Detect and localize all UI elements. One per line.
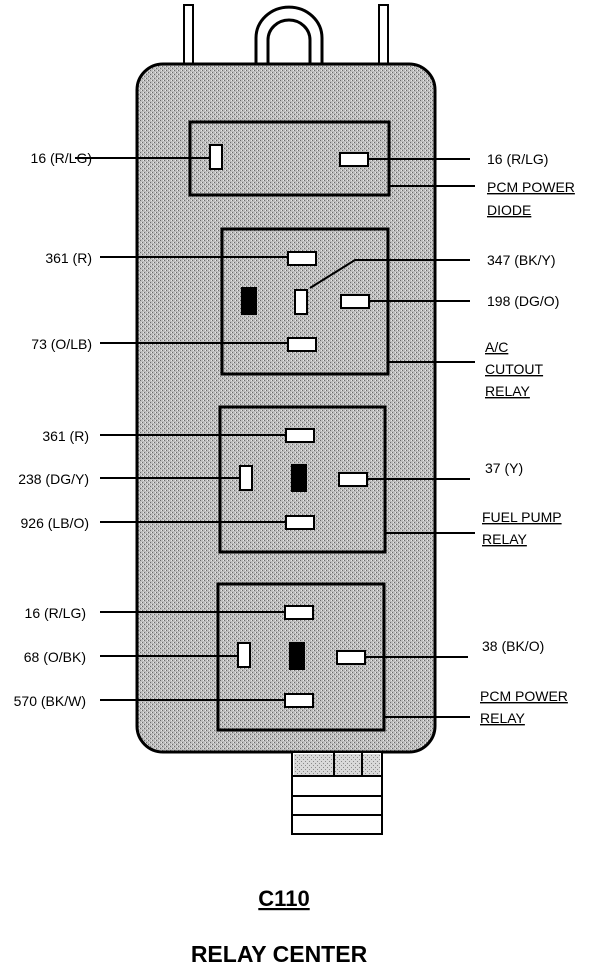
wire-label: 198 (DG/O) [487, 293, 559, 309]
terminal-pin [284, 693, 314, 708]
terminal-pin [239, 465, 253, 491]
relay-name-line: RELAY [480, 710, 526, 726]
terminal-pin [340, 294, 370, 309]
fuel-pump-relay: 361 (R) 238 (DG/Y) 926 (LB/O) 37 (Y) FUE… [18, 405, 562, 554]
terminal-pin [339, 152, 369, 167]
relay-name-line: PCM POWER [480, 688, 568, 704]
wire-label: 73 (O/LB) [31, 336, 92, 352]
connector-id: C110 [258, 886, 309, 911]
relay-name-line: PCM POWER [487, 179, 575, 195]
terminal-pin [209, 144, 223, 170]
terminal-pin-solid [289, 642, 305, 670]
wire-label: 361 (R) [45, 250, 92, 266]
relay-name-line: RELAY [482, 531, 528, 547]
wire-label: 238 (DG/Y) [18, 471, 89, 487]
wire-label: 347 (BK/Y) [487, 252, 555, 268]
terminal-pin [287, 337, 317, 352]
ac-cutout-relay: 361 (R) 73 (O/LB) 347 (BK/Y) 198 (DG/O) … [31, 227, 559, 399]
relay-name-line: DIODE [487, 202, 531, 218]
wire-label: 361 (R) [42, 428, 89, 444]
pcm-power-relay: 16 (R/LG) 68 (O/BK) 570 (BK/W) 38 (BK/O)… [14, 582, 568, 732]
pcm-power-diode: 16 (R/LG) 16 (R/LG) PCM POWER DIODE [31, 120, 575, 218]
terminal-pin [284, 605, 314, 620]
terminal-pin [338, 472, 368, 487]
diagram-title: RELAY CENTER [191, 941, 368, 966]
wire-label: 16 (R/LG) [25, 605, 86, 621]
wire-label: 37 (Y) [485, 460, 523, 476]
wire-label: 16 (R/LG) [31, 150, 92, 166]
wire-label: 68 (O/BK) [24, 649, 86, 665]
relay-name-line: FUEL PUMP [482, 509, 562, 525]
terminal-pin-solid [241, 287, 257, 315]
terminal-pin [294, 289, 308, 315]
terminal-pin [237, 642, 251, 668]
wire-label: 926 (LB/O) [21, 515, 89, 531]
wire-label: 38 (BK/O) [482, 638, 544, 654]
relay-name-line: A/C [485, 339, 508, 355]
terminal-pin [285, 428, 315, 443]
connector-plug [291, 751, 383, 835]
hanger-loop [254, 5, 324, 66]
mounting-pins [183, 4, 389, 71]
terminal-pin [287, 251, 317, 266]
relay-name-line: RELAY [485, 383, 531, 399]
terminal-pin-solid [291, 464, 307, 492]
wire-label: 16 (R/LG) [487, 151, 548, 167]
terminal-pin [285, 515, 315, 530]
wire-label: 570 (BK/W) [14, 693, 86, 709]
terminal-pin [336, 650, 366, 665]
relay-name-line: CUTOUT [485, 361, 544, 377]
